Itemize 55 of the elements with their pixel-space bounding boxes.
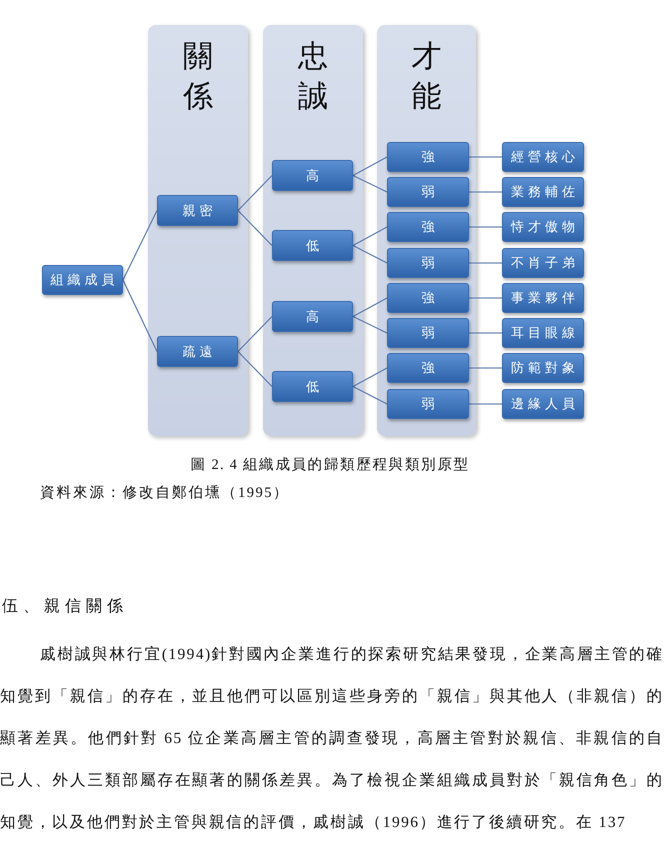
category-box: 疏遠 <box>157 336 238 367</box>
column-heading: 關係 <box>182 38 214 116</box>
connector-line <box>238 316 272 352</box>
category-box: 邊緣人員 <box>502 389 584 419</box>
category-box: 強 <box>387 142 469 172</box>
column-band <box>148 25 248 436</box>
column-heading: 才能 <box>410 38 442 116</box>
body-paragraph: 戚樹誠與林行宜(1994)針對國內企業進行的探索研究結果發現，企業高層主管的確知覺到「親信」的存在，並且他們可以區別這些身旁的「親信」與其他人（非親信）的顯著差異。他們針對 65 位企業高層主管的調查發現，高層主管對於親信、非親信的自己人、外人三類部屬存在顯著的關係差異。為了檢視企業組織成員對於「親信角色」的知覺，以及他們對於主管與親信的評價，戚樹誠（1996）進行了後續研究。在 137 <box>0 644 664 833</box>
category-box: 事業夥伴 <box>502 283 584 313</box>
connector-line <box>122 210 158 280</box>
category-box: 耳目眼線 <box>502 318 584 348</box>
category-box: 高 <box>272 301 353 332</box>
connector-line <box>469 191 502 193</box>
connector-line <box>352 175 388 192</box>
category-box: 強 <box>387 283 469 313</box>
column-heading: 忠誠 <box>296 38 329 116</box>
category-box: 經營核心 <box>502 142 584 172</box>
source-note: 資料來源：修改自鄭伯壎（1995） <box>40 484 290 503</box>
connector-line <box>238 175 272 211</box>
connector-line <box>469 297 502 299</box>
category-box: 弱 <box>387 389 469 419</box>
connector-line <box>469 156 502 158</box>
column-band <box>377 25 476 436</box>
connector-line <box>352 245 388 264</box>
connector-line <box>469 367 502 369</box>
category-box: 低 <box>272 230 353 261</box>
connector-line <box>469 226 502 228</box>
connector-line <box>469 262 502 264</box>
connector-line <box>238 351 272 387</box>
category-box: 弱 <box>387 177 469 207</box>
column-band <box>263 25 363 436</box>
category-box: 強 <box>387 353 469 383</box>
category-box: 組織成員 <box>42 265 123 295</box>
connector-line <box>352 316 388 334</box>
connector-line <box>352 298 388 317</box>
connector-line <box>469 332 502 334</box>
connector-line <box>352 386 388 404</box>
category-box: 防範對象 <box>502 353 584 383</box>
category-box: 低 <box>272 371 353 402</box>
figure-caption: 圖 2. 4 組織成員的歸類歷程與類別原型 <box>190 456 470 475</box>
category-box: 弱 <box>387 248 469 278</box>
section-heading: 伍、親信關係 <box>2 596 128 617</box>
connector-line <box>122 280 158 352</box>
connector-line <box>352 156 388 176</box>
category-box: 業務輔佐 <box>502 177 584 207</box>
connector-line <box>238 210 272 246</box>
category-box: 親密 <box>157 195 238 226</box>
category-box: 高 <box>272 160 353 191</box>
category-box: 弱 <box>387 318 469 348</box>
category-box: 恃才傲物 <box>502 212 584 242</box>
connector-line <box>352 368 388 387</box>
category-box: 強 <box>387 212 469 242</box>
connector-line <box>469 403 502 405</box>
connector-line <box>352 226 388 246</box>
category-box: 不肖子弟 <box>502 248 584 278</box>
